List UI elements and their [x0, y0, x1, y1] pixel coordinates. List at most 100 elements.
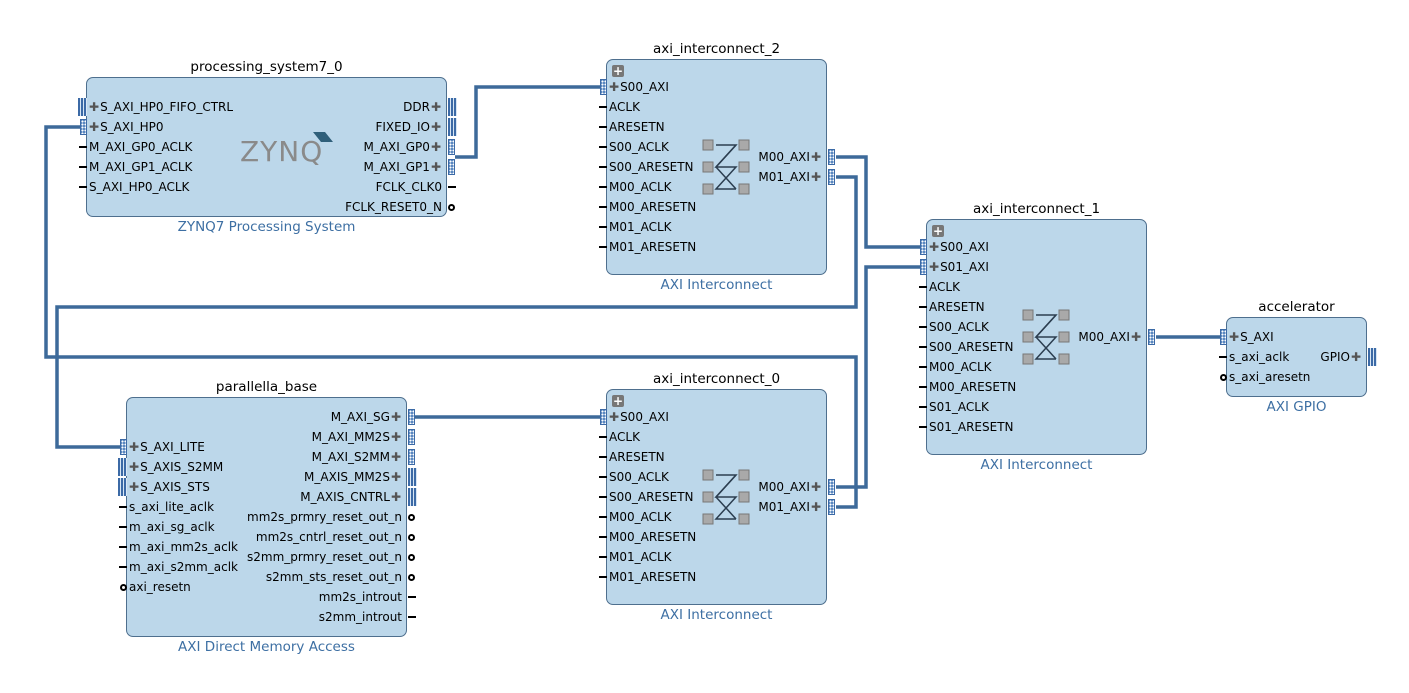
port-m-axi-gp0-aclk[interactable]: M_AXI_GP0_ACLK: [89, 140, 192, 154]
bus-connector-icon[interactable]: [408, 429, 415, 445]
plus-icon[interactable]: ✚: [929, 240, 940, 254]
port-mm2s-introut[interactable]: mm2s_introut: [319, 590, 402, 604]
port-s00-axi[interactable]: ✚S00_AXI: [609, 80, 669, 94]
active-low-pin-icon[interactable]: [408, 574, 415, 581]
active-low-pin-icon[interactable]: [408, 514, 415, 521]
plus-icon[interactable]: ✚: [129, 460, 140, 474]
plus-icon[interactable]: ✚: [390, 470, 401, 484]
active-low-pin-icon[interactable]: [408, 554, 415, 561]
active-low-pin-icon[interactable]: [1220, 374, 1227, 381]
port-m-axi-s2mm[interactable]: M_AXI_S2MM✚: [312, 450, 402, 464]
pin-stub[interactable]: [79, 186, 87, 188]
parallella-base-block[interactable]: parallella_base AXI Direct Memory Access…: [118, 379, 417, 655]
pin-stub[interactable]: [919, 286, 927, 288]
plus-icon[interactable]: ✚: [609, 80, 620, 94]
port-m-axi-gp1-aclk[interactable]: M_AXI_GP1_ACLK: [89, 160, 192, 174]
pin-stub[interactable]: [599, 436, 607, 438]
port-ddr[interactable]: DDR✚: [403, 100, 442, 114]
bus-connector-icon[interactable]: [828, 479, 835, 495]
bus-connector-icon[interactable]: [448, 139, 455, 155]
port-s-axi-aresetn[interactable]: s_axi_aresetn: [1229, 370, 1310, 384]
plus-icon[interactable]: ✚: [810, 150, 821, 164]
pin-stub[interactable]: [599, 536, 607, 538]
port-fixed-io[interactable]: FIXED_IO✚: [375, 120, 442, 134]
port-s2mm-prmry-reset-out-n[interactable]: s2mm_prmry_reset_out_n: [247, 550, 402, 564]
plus-icon[interactable]: ✚: [810, 170, 821, 184]
pin-stub[interactable]: [119, 506, 127, 508]
bus-connector-icon[interactable]: [1148, 329, 1155, 345]
port-s00-aclk[interactable]: S00_ACLK: [609, 140, 669, 154]
port-m01-aclk[interactable]: M01_ACLK: [609, 220, 672, 234]
bus-connector-icon[interactable]: [408, 449, 415, 465]
port-s00-aresetn[interactable]: S00_ARESETN: [609, 490, 694, 504]
pin-stub[interactable]: [599, 456, 607, 458]
pin-stub[interactable]: [919, 366, 927, 368]
bus-connector-icon[interactable]: [80, 119, 87, 135]
bus-connector-icon[interactable]: [600, 79, 607, 95]
plus-icon[interactable]: ✚: [390, 450, 401, 464]
port-s-axi-aclk[interactable]: s_axi_aclk: [1229, 350, 1289, 364]
bus-bundle-icon[interactable]: [448, 118, 457, 136]
pin-stub[interactable]: [599, 556, 607, 558]
pin-stub[interactable]: [79, 146, 87, 148]
pin-stub[interactable]: [448, 186, 456, 188]
port-m01-axi[interactable]: M01_AXI✚: [758, 170, 822, 184]
port-m00-axi[interactable]: M00_AXI✚: [1078, 330, 1142, 344]
port-s-axis-sts[interactable]: ✚S_AXIS_STS: [129, 480, 210, 494]
plus-icon[interactable]: ✚: [390, 430, 401, 444]
pin-stub[interactable]: [599, 106, 607, 108]
bus-connector-icon[interactable]: [828, 149, 835, 165]
port-aresetn[interactable]: ARESETN: [929, 300, 985, 314]
port-m-axi-mm2s[interactable]: M_AXI_MM2S✚: [312, 430, 402, 444]
active-low-pin-icon[interactable]: [120, 584, 127, 591]
port-s00-axi[interactable]: ✚S00_AXI: [929, 240, 989, 254]
plus-icon[interactable]: ✚: [129, 480, 140, 494]
pin-stub[interactable]: [599, 166, 607, 168]
port-s01-aresetn[interactable]: S01_ARESETN: [929, 420, 1014, 434]
expand-icon[interactable]: +: [612, 394, 624, 408]
port-s00-aresetn[interactable]: S00_ARESETN: [929, 340, 1014, 354]
plus-icon[interactable]: ✚: [1350, 350, 1361, 364]
pin-stub[interactable]: [599, 496, 607, 498]
bus-connector-icon[interactable]: [1220, 329, 1227, 345]
bus-connector-icon[interactable]: [828, 169, 835, 185]
port-s2mm-sts-reset-out-n[interactable]: s2mm_sts_reset_out_n: [266, 570, 402, 584]
port-gpio[interactable]: GPIO✚: [1320, 350, 1362, 364]
plus-icon[interactable]: ✚: [810, 500, 821, 514]
port-aresetn[interactable]: ARESETN: [609, 120, 665, 134]
pin-stub[interactable]: [919, 346, 927, 348]
port-s2mm-introut[interactable]: s2mm_introut: [319, 610, 402, 624]
port-fclk-clk0[interactable]: FCLK_CLK0: [376, 180, 442, 194]
pin-stub[interactable]: [599, 126, 607, 128]
pin-stub[interactable]: [599, 576, 607, 578]
pin-stub[interactable]: [599, 186, 607, 188]
bus-bundle-icon[interactable]: [78, 98, 87, 116]
axi-interconnect-0-block[interactable]: axi_interconnect_0 AXI Interconnect + ✚S…: [599, 371, 835, 623]
pin-stub[interactable]: [119, 566, 127, 568]
pin-stub[interactable]: [119, 546, 127, 548]
port-m-axi-mm2s-aclk[interactable]: m_axi_mm2s_aclk: [129, 540, 238, 554]
port-s-axi-hp0[interactable]: ✚S_AXI_HP0: [89, 120, 164, 134]
plus-icon[interactable]: ✚: [390, 490, 401, 504]
pin-stub[interactable]: [599, 146, 607, 148]
active-low-pin-icon[interactable]: [448, 204, 455, 211]
pin-stub[interactable]: [919, 326, 927, 328]
expand-icon[interactable]: +: [612, 64, 624, 78]
pin-stub[interactable]: [599, 246, 607, 248]
plus-icon[interactable]: ✚: [89, 100, 100, 114]
port-s01-axi[interactable]: ✚S01_AXI: [929, 260, 989, 274]
axi-interconnect-1-block[interactable]: axi_interconnect_1 AXI Interconnect + ✚S…: [919, 201, 1155, 473]
bus-connector-icon[interactable]: [828, 499, 835, 515]
axi-interconnect-2-block[interactable]: axi_interconnect_2 AXI Interconnect + ✚S…: [599, 41, 835, 293]
port-m00-aresetn[interactable]: M00_ARESETN: [929, 380, 1016, 394]
port-m00-aclk[interactable]: M00_ACLK: [609, 180, 672, 194]
port-m01-aresetn[interactable]: M01_ARESETN: [609, 570, 696, 584]
pin-stub[interactable]: [599, 476, 607, 478]
port-aclk[interactable]: ACLK: [929, 280, 960, 294]
plus-icon[interactable]: ✚: [129, 440, 140, 454]
bus-connector-icon[interactable]: [920, 239, 927, 255]
bus-connector-icon[interactable]: [408, 409, 415, 425]
active-low-pin-icon[interactable]: [408, 534, 415, 541]
port-m-axi-sg[interactable]: M_AXI_SG✚: [331, 410, 402, 424]
